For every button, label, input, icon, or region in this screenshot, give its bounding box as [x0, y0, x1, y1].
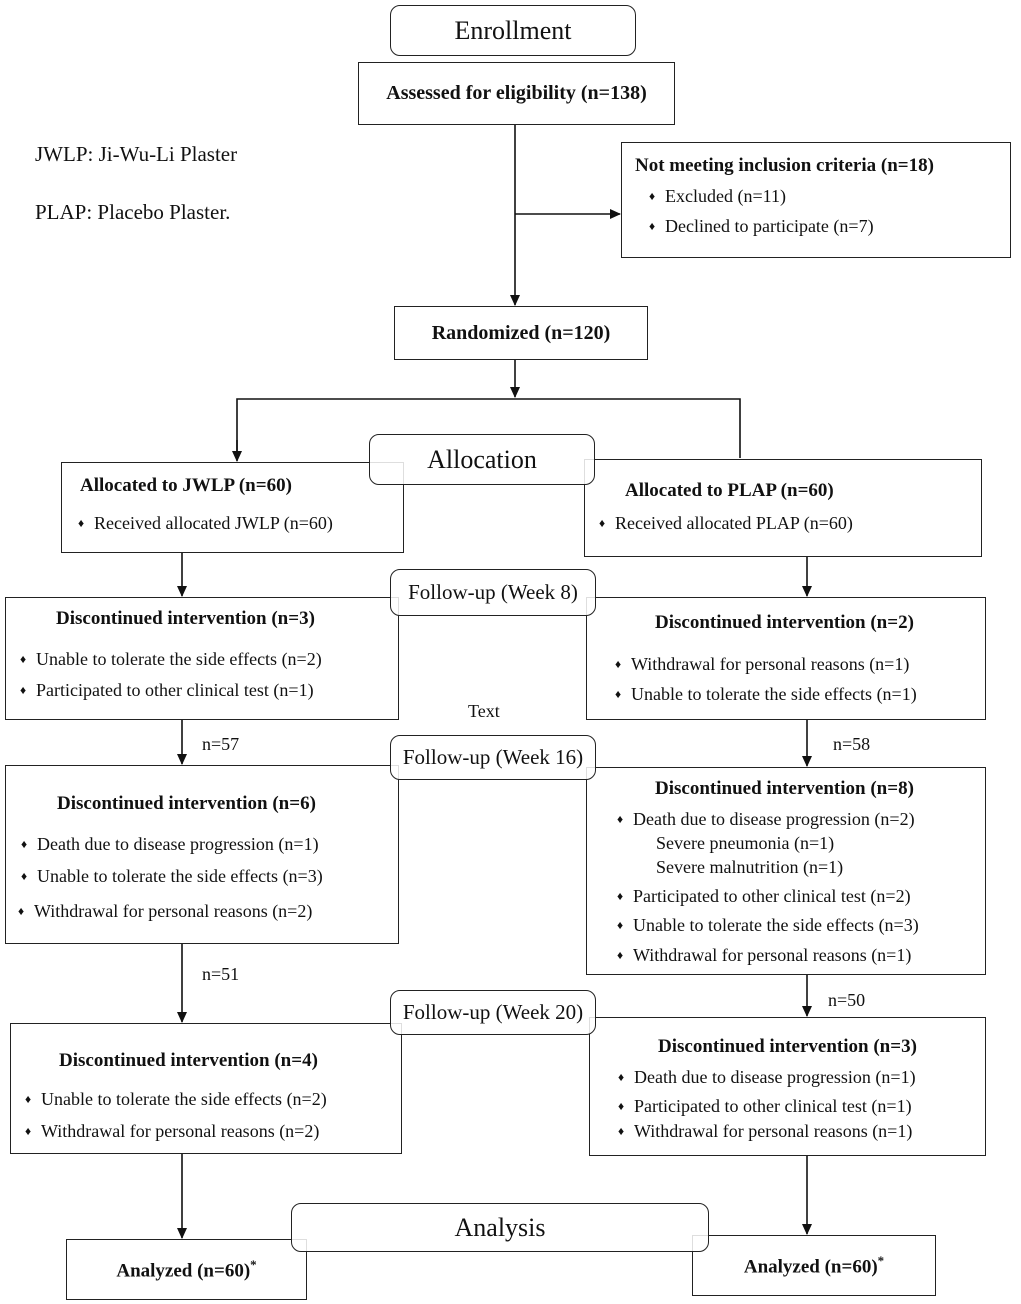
plap-allocated-box: Allocated to PLAP (n=60) ♦Received alloc…: [584, 459, 982, 557]
assessed-box: Assessed for eligibility (n=138): [358, 62, 675, 125]
legend-plap: PLAP: Placebo Plaster.: [35, 200, 231, 224]
bullet-diamond-icon: ♦: [21, 869, 28, 883]
assessed-label: Assessed for eligibility (n=138): [386, 82, 647, 104]
list-item: ♦Received allocated JWLP (n=60): [78, 513, 333, 533]
bullet-diamond-icon: ♦: [617, 948, 624, 962]
list-item: ♦Withdrawal for personal reasons (n=1): [618, 1121, 913, 1141]
stray-text-label: Text: [468, 701, 500, 721]
plap-count-after-week8: n=58: [833, 734, 871, 754]
bullet-diamond-icon: ♦: [618, 1124, 625, 1138]
jwlp-week16-title: Discontinued intervention (n=6): [57, 793, 316, 814]
plap-week8-title: Discontinued intervention (n=2): [655, 612, 914, 633]
stage-label-week8: Follow-up (Week 8): [390, 569, 596, 616]
plap-analyzed-mark: *: [877, 1252, 885, 1268]
plap-week16-box: Discontinued intervention (n=8) ♦Death d…: [586, 767, 986, 975]
list-item: ♦Death due to disease progression (n=1): [21, 834, 319, 854]
list-item: ♦Participated to other clinical test (n=…: [617, 886, 911, 906]
randomized-box: Randomized (n=120): [394, 306, 648, 360]
bullet-diamond-icon: ♦: [615, 657, 622, 671]
bullet-diamond-icon: ♦: [599, 516, 606, 530]
jwlp-analyzed-label: Analyzed (n=60): [116, 1260, 251, 1282]
bullet-diamond-icon: ♦: [618, 1070, 625, 1084]
list-item: ♦Excluded (n=11): [649, 186, 786, 206]
plap-week20-title: Discontinued intervention (n=3): [658, 1036, 917, 1057]
not-meeting-criteria-box: Not meeting inclusion criteria (n=18) ♦E…: [621, 142, 1011, 258]
list-item: ♦Unable to tolerate the side effects (n=…: [617, 915, 919, 935]
stage-label-analysis: Analysis: [291, 1203, 709, 1252]
randomized-label: Randomized (n=120): [431, 321, 611, 344]
list-item: ♦Withdrawal for personal reasons (n=1): [615, 654, 910, 674]
plap-analyzed-box: Analyzed (n=60)*: [692, 1235, 936, 1296]
plap-count-after-week16: n=50: [828, 990, 866, 1010]
jwlp-week16-box: Discontinued intervention (n=6) ♦Death d…: [5, 765, 399, 944]
plap-week16-title: Discontinued intervention (n=8): [655, 778, 914, 799]
stage-label-week16: Follow-up (Week 16): [390, 735, 596, 780]
list-item: ♦Unable to tolerate the side effects (n=…: [20, 649, 322, 669]
jwlp-week8-box: Discontinued intervention (n=3) ♦Unable …: [5, 597, 399, 720]
bullet-diamond-icon: ♦: [25, 1092, 32, 1106]
plap-analyzed-label: Analyzed (n=60): [743, 1256, 878, 1278]
list-item: ♦Withdrawal for personal reasons (n=2): [25, 1121, 320, 1141]
bullet-diamond-icon: ♦: [617, 918, 624, 932]
list-item: ♦Unable to tolerate the side effects (n=…: [25, 1089, 327, 1109]
list-item: ♦Participated to other clinical test (n=…: [20, 680, 314, 700]
list-item: ♦Unable to tolerate the side effects (n=…: [615, 684, 917, 704]
stage-label-enrollment: Enrollment: [390, 5, 636, 56]
wire-split-bar: [236, 398, 741, 458]
bullet-diamond-icon: ♦: [78, 516, 85, 530]
bullet-diamond-icon: ♦: [618, 1099, 625, 1113]
plap-week20-box: Discontinued intervention (n=3) ♦Death d…: [589, 1017, 986, 1156]
not-meeting-title: Not meeting inclusion criteria (n=18): [635, 155, 934, 176]
jwlp-week20-title: Discontinued intervention (n=4): [59, 1050, 318, 1071]
plap-week8-box: Discontinued intervention (n=2) ♦Withdra…: [586, 597, 986, 720]
jwlp-count-after-week8: n=57: [202, 734, 240, 754]
stage-label-week20: Follow-up (Week 20): [390, 990, 596, 1035]
list-item: ♦Unable to tolerate the side effects (n=…: [21, 866, 323, 886]
stage-label-allocation: Allocation: [369, 434, 595, 485]
jwlp-week8-title: Discontinued intervention (n=3): [56, 608, 315, 629]
legend-jwlp: JWLP: Ji-Wu-Li Plaster: [35, 142, 238, 166]
bullet-diamond-icon: ♦: [649, 189, 656, 203]
plap-allocated-title: Allocated to PLAP (n=60): [625, 480, 834, 501]
jwlp-allocated-box: Allocated to JWLP (n=60) ♦Received alloc…: [61, 462, 404, 553]
bullet-diamond-icon: ♦: [20, 652, 27, 666]
bullet-diamond-icon: ♦: [649, 219, 656, 233]
bullet-diamond-icon: ♦: [617, 812, 624, 826]
bullet-diamond-icon: ♦: [25, 1124, 32, 1138]
jwlp-analyzed-box: Analyzed (n=60)*: [66, 1239, 307, 1300]
jwlp-analyzed-mark: *: [250, 1256, 257, 1272]
bullet-diamond-icon: ♦: [20, 683, 27, 697]
jwlp-week20-box: Discontinued intervention (n=4) ♦Unable …: [10, 1023, 402, 1154]
bullet-diamond-icon: ♦: [617, 889, 624, 903]
sub-item: Severe pneumonia (n=1): [656, 833, 835, 853]
list-item: ♦Received allocated PLAP (n=60): [599, 513, 853, 533]
bullet-diamond-icon: ♦: [615, 687, 622, 701]
list-item: ♦Declined to participate (n=7): [649, 216, 874, 236]
list-item: ♦Death due to disease progression (n=1): [618, 1067, 916, 1087]
bullet-diamond-icon: ♦: [21, 837, 28, 851]
jwlp-count-after-week16: n=51: [202, 964, 240, 984]
list-item: ♦Withdrawal for personal reasons (n=1): [617, 945, 912, 965]
sub-item: Severe malnutrition (n=1): [656, 857, 844, 877]
list-item: ♦Death due to disease progression (n=2): [617, 809, 915, 829]
bullet-diamond-icon: ♦: [18, 904, 25, 918]
list-item: ♦Withdrawal for personal reasons (n=2): [18, 901, 313, 921]
jwlp-allocated-title: Allocated to JWLP (n=60): [80, 475, 292, 496]
list-item: ♦Participated to other clinical test (n=…: [618, 1096, 912, 1116]
